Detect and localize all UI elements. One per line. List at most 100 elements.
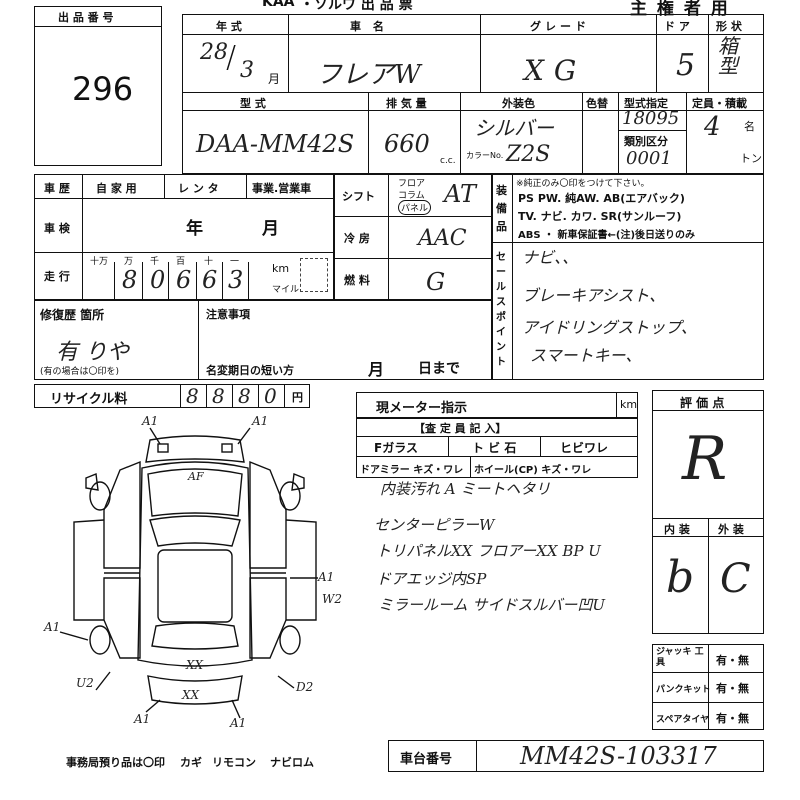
mirror-label: ドアミラー キズ・ワレ <box>360 465 464 476</box>
inspection-year-unit: 年 <box>186 219 203 239</box>
chassis-number-box <box>388 740 764 772</box>
history-table <box>34 174 334 300</box>
ac-label: 冷 房 <box>344 232 370 245</box>
shift-option-panel: パネル <box>398 200 432 215</box>
remarks-label: 注意事項 <box>206 308 250 321</box>
chassis-label: 車台番号 <box>400 752 453 767</box>
diagram-mark-rear-right-a1: A1 <box>230 716 247 730</box>
inspector-note-1: 内装汚れ A ミートヘタリ <box>380 480 551 498</box>
grade-label: グレード <box>530 20 590 33</box>
exterior-color-label: 外装色 <box>502 97 535 110</box>
meter-box <box>356 392 638 418</box>
shape-value: 箱型 <box>718 34 738 78</box>
capacity-label: 定員・積載 <box>692 97 747 110</box>
equipment-note: ※純正のみ〇印をつけて下さい。 <box>516 179 650 189</box>
overall-rating: R <box>682 424 728 494</box>
history-option-business: 事業.営業車 <box>252 182 312 195</box>
fuel-value: G <box>426 268 446 296</box>
recycle-digit-4: 0 <box>264 384 277 408</box>
recycle-fee-label: リサイクル料 <box>50 392 128 407</box>
tool-jack-value: 有・無 <box>716 654 749 667</box>
tool-spare-value: 有・無 <box>716 712 749 725</box>
recycle-digit-2: 8 <box>212 384 225 408</box>
chip-label: ト ビ 石 <box>472 441 517 455</box>
glass-label: Fガラス <box>374 441 418 455</box>
meter-unit: km <box>620 398 638 411</box>
lot-number-box <box>34 6 162 166</box>
history-label: 車 歴 <box>44 182 70 195</box>
recycle-digit-1: 8 <box>186 384 199 408</box>
equipment-label: 装 備 品 <box>496 184 507 233</box>
interior-rating: b <box>666 552 695 603</box>
cc-unit: c.c. <box>440 156 456 166</box>
equipment-line-2: TV. ナビ. カワ. SR(サンルーフ) <box>518 210 682 223</box>
inspector-label: 【査 定 員 記 入】 <box>414 422 507 435</box>
mileage-label: 走 行 <box>44 270 70 283</box>
tool-puncture-label: パンクキット <box>656 685 711 695</box>
fuel-label: 燃 料 <box>344 274 370 287</box>
tool-jack-label: ジャッキ 工具 <box>656 647 704 668</box>
km-label: km <box>272 262 290 275</box>
vehicle-info-table <box>182 14 764 174</box>
name-change-month-unit: 月 <box>368 360 385 379</box>
ac-value: AAC <box>418 226 467 251</box>
repair-table <box>34 300 492 380</box>
inspector-note-3: トリパネルXX フロアーXX BP U <box>376 542 601 560</box>
selling-point-2: ブレーキアシスト、 <box>522 286 666 305</box>
diagram-mark-hood: AF <box>188 470 204 483</box>
crack-label: ヒビワレ <box>560 441 609 455</box>
name-change-label: 名変期日の短い方 <box>206 364 294 377</box>
shape-label: 形 状 <box>716 20 742 33</box>
footer-item-remote: リモコン <box>212 756 256 769</box>
capacity-unit: 名 <box>744 120 755 133</box>
type-spec-value: 18095 <box>622 108 680 129</box>
shift-label: シフト <box>342 190 375 203</box>
diagram-mark-right-door-a1: A1 <box>318 570 335 584</box>
repair-value: 有 りや <box>56 340 129 365</box>
class-label: 類別区分 <box>624 135 668 148</box>
equipment-line-1: PS PW. 純AW. AB(エアバック) <box>518 192 685 205</box>
color-no-value: Z2S <box>506 142 551 167</box>
displacement-value: 660 <box>384 130 430 158</box>
repair-note: (有の場合は〇印を) <box>40 367 120 377</box>
selling-point-3: アイドリングストップ、 <box>522 318 697 337</box>
grade-value: XG <box>524 54 587 87</box>
doors-value: 5 <box>676 48 696 83</box>
diagram-mark-rear-window-xx: XX <box>186 658 204 672</box>
inspection-label: 車 検 <box>44 222 70 235</box>
month-unit: 月 <box>268 72 281 86</box>
shift-table <box>334 174 492 300</box>
exterior-label: 外 装 <box>718 523 744 536</box>
doors-label: ド ア <box>664 20 690 33</box>
diagram-mark-left-rear-a1: A1 <box>44 620 61 634</box>
diagram-mark-right-rear-d2: D2 <box>296 680 314 694</box>
diagram-mark-right-door-w2: W2 <box>322 592 342 606</box>
car-name-label: 車 名 <box>350 20 388 33</box>
mile-label: マイル <box>272 285 300 295</box>
year-label: 年 式 <box>216 20 242 33</box>
footer-item-navirom: ナビロム <box>270 756 314 769</box>
history-option-private: 自 家 用 <box>96 182 137 195</box>
office-note: 事務局預り品は〇印 <box>66 756 165 769</box>
tool-spare-label: スペアタイヤ <box>656 715 710 725</box>
lot-number-value: 296 <box>72 70 134 108</box>
color-no-label: カラーNo. <box>466 151 504 160</box>
inspector-table <box>356 418 638 478</box>
displacement-label: 排 気 量 <box>386 97 427 110</box>
chassis-value: MM42S-103317 <box>520 742 717 770</box>
year-value: 28 <box>200 40 228 65</box>
model-label: 型 式 <box>240 97 266 110</box>
color-change-label: 色替 <box>586 97 608 110</box>
diagram-mark-rear-left-a1: A1 <box>134 712 151 726</box>
inspector-note-4: ドアエッジ内SP <box>376 570 487 588</box>
selling-points-label: セールスポイント <box>496 252 506 368</box>
history-option-rental: レ ン タ <box>178 182 219 195</box>
equipment-line-3: ABS ・ 新車保証書←(注)後日送りのみ <box>518 230 696 241</box>
diagram-mark-left-rear-u2: U2 <box>76 676 94 690</box>
tool-puncture-value: 有・無 <box>716 682 749 695</box>
diagram-mark-front-left: A1 <box>142 414 159 428</box>
footer-item-key: カギ <box>180 756 202 769</box>
diagram-mark-rear-bumper-xx: XX <box>182 688 200 702</box>
interior-label: 内 装 <box>664 523 690 536</box>
equipment-table <box>492 174 764 380</box>
